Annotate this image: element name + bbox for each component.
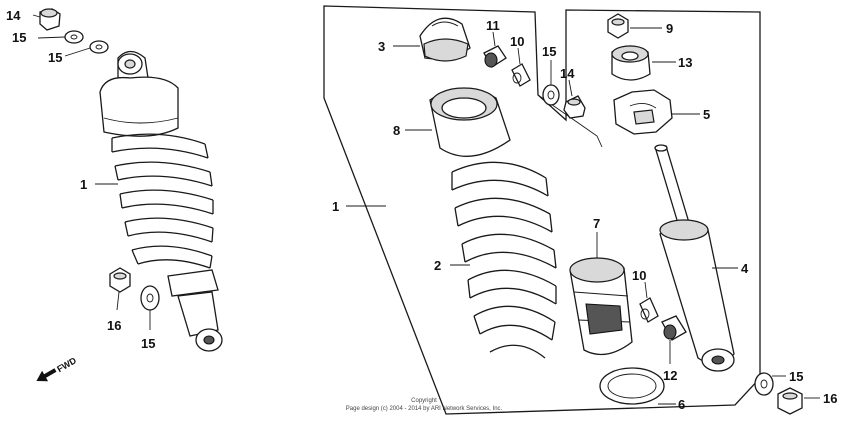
washer-15-left-c	[140, 285, 160, 311]
spring-assembled	[111, 133, 214, 269]
upper-cover	[99, 50, 179, 137]
spring-seat-6	[599, 367, 665, 405]
nut-9	[607, 13, 629, 39]
washer-15-mid	[542, 84, 560, 106]
fwd-label: FWD	[55, 355, 78, 374]
callout-13: 13	[678, 55, 692, 70]
callout-14: 14	[560, 66, 575, 81]
callout-14: 14	[6, 8, 21, 23]
callout-7: 7	[593, 216, 600, 231]
callout-15: 15	[48, 50, 62, 65]
rubber-bushing-3	[419, 17, 471, 62]
callout-1: 1	[80, 177, 87, 192]
callout-15: 15	[12, 30, 26, 45]
stopper-plate-5	[613, 89, 673, 135]
washer-15-right	[754, 372, 774, 396]
callout-9: 9	[666, 21, 673, 36]
callout-16: 16	[107, 318, 121, 333]
callout-5: 5	[703, 107, 710, 122]
rubber-bushing-13	[611, 45, 651, 81]
spring-guide-7	[569, 257, 633, 356]
washer-15-left-a	[64, 30, 84, 44]
spring-cover-8	[429, 87, 511, 157]
callout-11: 11	[486, 18, 500, 33]
collar-12	[661, 315, 687, 341]
spring-2	[451, 161, 557, 359]
callout-15: 15	[141, 336, 155, 351]
callout-12: 12	[663, 368, 677, 383]
callout-16: 16	[823, 391, 837, 406]
callout-4: 4	[741, 261, 749, 276]
copyright-line-1: Copyright	[411, 398, 437, 404]
bushing-10-lower	[639, 297, 659, 323]
nut-14-left	[39, 8, 61, 31]
callout-15: 15	[789, 369, 803, 384]
lower-body	[167, 269, 223, 352]
collar-11	[483, 45, 507, 68]
nut-16-left	[109, 267, 131, 293]
callout-10: 10	[510, 34, 524, 49]
assembled-shock-absorber: 14 15 15 1 16 15 FWD	[6, 8, 223, 382]
callout-3: 3	[378, 39, 385, 54]
callout-1: 1	[332, 199, 339, 214]
nut-14-mid	[563, 95, 586, 119]
callout-8: 8	[393, 123, 400, 138]
callout-2: 2	[434, 258, 441, 273]
callout-10: 10	[632, 268, 646, 283]
callout-15: 15	[542, 44, 556, 59]
callout-6: 6	[678, 397, 685, 412]
forward-arrow-icon: FWD	[36, 355, 78, 382]
nut-16-right	[777, 387, 803, 415]
copyright-line-2: Page design (c) 2004 - 2014 by ARI Netwo…	[346, 406, 503, 412]
damper-unit-4	[654, 144, 735, 372]
bushing-10	[511, 63, 531, 87]
washer-15-left-b	[89, 40, 109, 54]
exploded-assembly-frame	[323, 5, 761, 415]
